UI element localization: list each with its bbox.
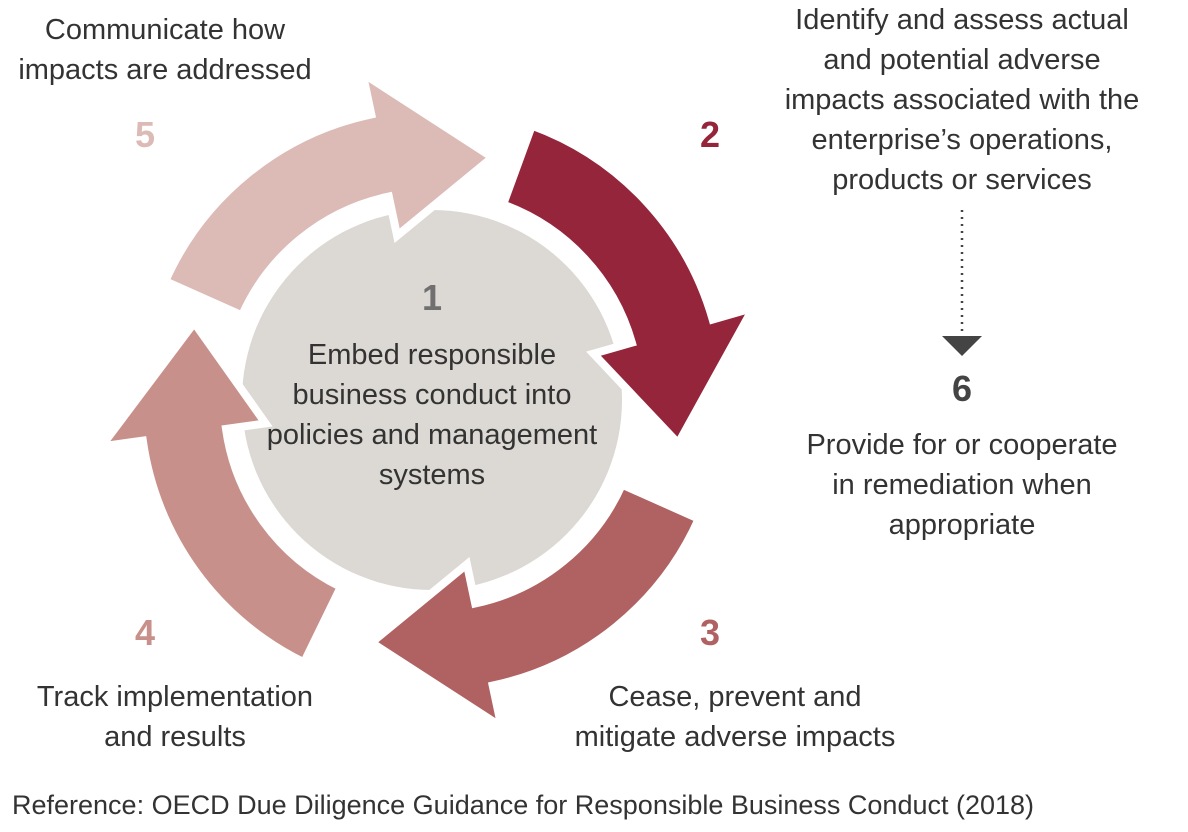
label-line: and results xyxy=(104,721,246,753)
label-line: Track implementation xyxy=(36,681,314,713)
center-circle xyxy=(242,210,622,590)
label-line: appropriate xyxy=(888,509,1036,541)
step-4-number: 4 xyxy=(134,612,156,653)
reference-text: Reference: OECD Due Diligence Guidance f… xyxy=(12,790,1035,820)
label-line: Identify and assess actual xyxy=(795,4,1129,36)
step-6-number: 6 xyxy=(951,368,973,409)
down-arrow-icon xyxy=(942,336,982,356)
step-6-label: Provide for or cooperate in remediation … xyxy=(762,425,1162,545)
label-line: impacts associated with the xyxy=(784,84,1140,116)
label-line: Embed responsible xyxy=(307,339,557,371)
label-line: systems xyxy=(378,459,486,491)
step-4-label: Track implementation and results xyxy=(0,677,375,757)
step-2-label: Identify and assess actual and potential… xyxy=(762,0,1162,200)
label-line: Provide for or cooperate xyxy=(806,429,1118,461)
step-5-number: 5 xyxy=(134,114,156,155)
arrow-step-5 xyxy=(159,64,500,321)
label-line: enterprise’s operations, xyxy=(811,124,1113,156)
label-line: Communicate how xyxy=(44,14,286,46)
arrow-step-4 xyxy=(92,315,347,668)
arrow-step-3 xyxy=(364,479,705,736)
label-line: policies and management xyxy=(266,419,598,451)
step-3-number: 3 xyxy=(699,612,721,653)
label-line: Cease, prevent and xyxy=(608,681,862,713)
step-2-number: 2 xyxy=(699,114,721,155)
label-line: business conduct into xyxy=(292,379,572,411)
step-1-number: 1 xyxy=(421,277,443,318)
arrow-step-2 xyxy=(497,120,762,451)
label-line: mitigate adverse impacts xyxy=(574,721,896,753)
label-line: in remediation when xyxy=(832,469,1092,501)
step-1-label: Embed responsible business conduct into … xyxy=(232,335,632,495)
step-5-label: Communicate how impacts are addressed xyxy=(0,10,365,90)
step-3-label: Cease, prevent and mitigate adverse impa… xyxy=(535,677,935,757)
label-line: and potential adverse xyxy=(823,44,1101,76)
label-line: products or services xyxy=(832,164,1092,196)
label-line: impacts are addressed xyxy=(18,54,312,86)
